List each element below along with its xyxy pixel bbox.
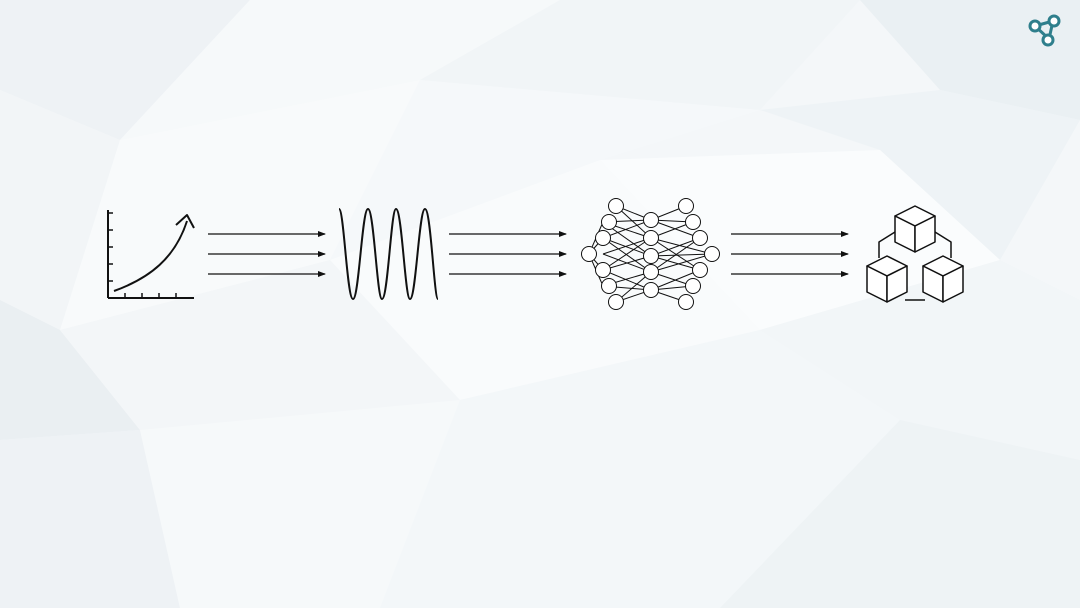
network-node <box>643 264 659 280</box>
network-node <box>692 262 708 278</box>
neural-network-icon <box>581 198 720 310</box>
network-node <box>692 230 708 246</box>
network-node <box>608 294 624 310</box>
arrow-group-2 <box>449 231 567 277</box>
network-node <box>704 246 720 262</box>
cubes-icon <box>866 205 964 303</box>
network-node <box>678 198 694 214</box>
network-node <box>685 278 701 294</box>
network-node <box>581 246 597 262</box>
cube <box>894 205 936 253</box>
network-node <box>643 212 659 228</box>
network-logo-icon[interactable] <box>1027 13 1063 47</box>
network-node <box>595 230 611 246</box>
network-node <box>685 214 701 230</box>
network-node <box>601 278 617 294</box>
network-node <box>608 198 624 214</box>
network-node <box>643 230 659 246</box>
network-node <box>595 262 611 278</box>
cube <box>866 255 908 303</box>
arrow-group-3 <box>731 231 849 277</box>
growth-chart-icon <box>107 210 195 299</box>
network-node <box>601 214 617 230</box>
network-node <box>678 294 694 310</box>
network-node <box>643 248 659 264</box>
arrow-group-1 <box>208 231 326 277</box>
cube <box>922 255 964 303</box>
sine-wave-icon <box>338 207 439 301</box>
network-node <box>643 282 659 298</box>
